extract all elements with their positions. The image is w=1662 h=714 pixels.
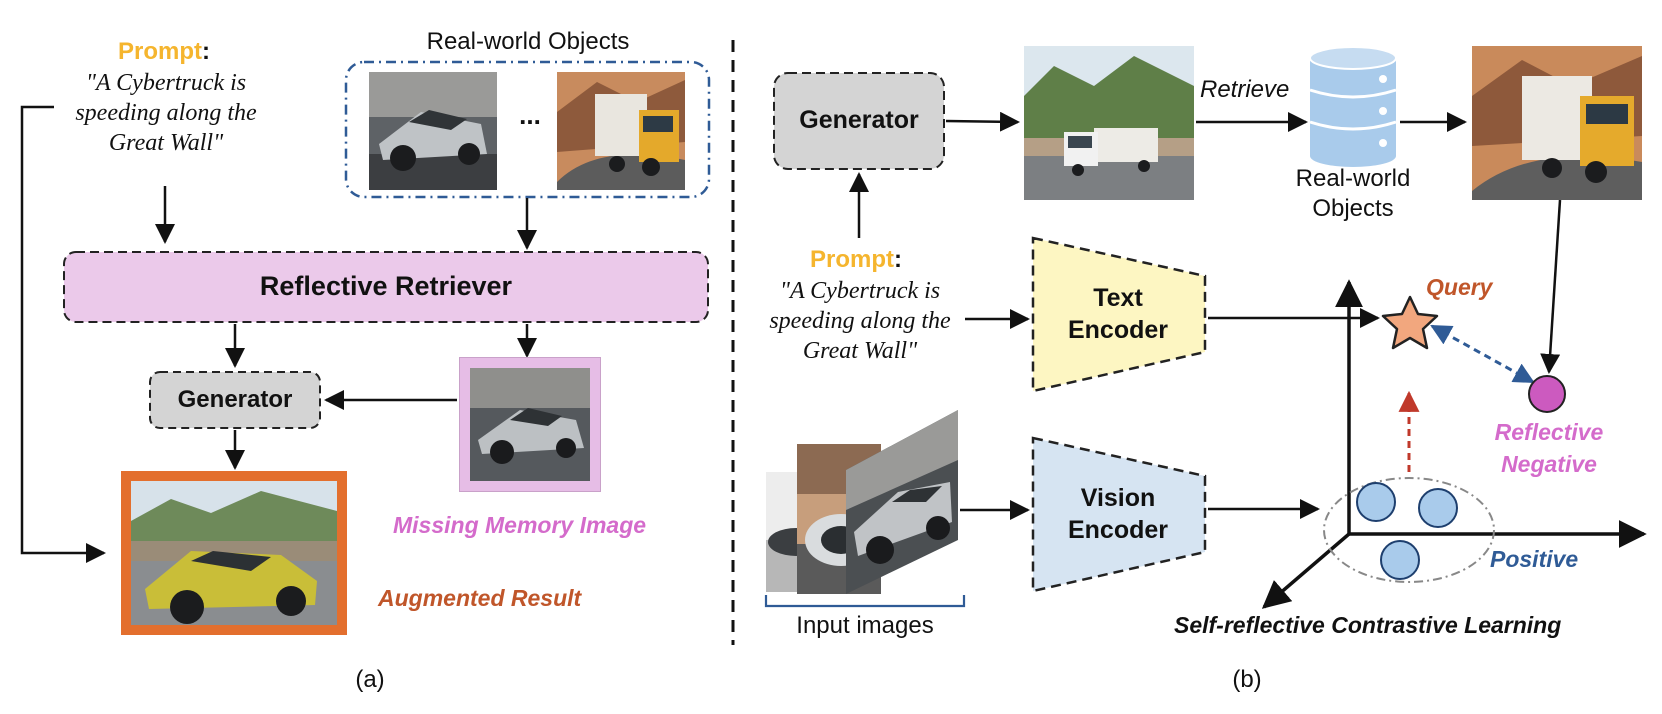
right-prompt-text: "A Cybertruck is speeding along the Grea… [769, 278, 951, 364]
contrastive-learning-title: Self-reflective Contrastive Learning [1174, 612, 1562, 638]
database-label: Real-world Objects [1295, 165, 1411, 222]
right-generator-label: Generator [799, 106, 919, 134]
reflective-retriever-box [63, 251, 709, 323]
query-label: Query [1426, 274, 1493, 300]
text-encoder-shape [1031, 236, 1207, 393]
real-world-objects-container [344, 60, 711, 199]
missing-memory-label: Missing Memory Image [393, 512, 647, 538]
input-image-front [846, 410, 958, 594]
right-prompt-label: Prompt: [810, 246, 902, 273]
augmented-result-image [121, 471, 347, 635]
retrieve-label: Retrieve [1200, 76, 1290, 103]
positive-sample [1418, 488, 1458, 528]
yellow-truck-photo [557, 72, 685, 190]
augmented-result-label: Augmented Result [378, 585, 582, 611]
left-prompt-text: "A Cybertruck is speeding along the Grea… [75, 70, 257, 156]
embedding-axes [1261, 279, 1647, 609]
vision-encoder-label: Vision Encoder [1067, 484, 1169, 544]
input-images-bracket [764, 595, 966, 608]
real-world-objects-title: Real-world Objects [426, 28, 630, 55]
vision-encoder-shape [1031, 436, 1207, 593]
panel-a-caption: (a) [355, 666, 385, 693]
left-prompt-label: Prompt: [118, 38, 210, 65]
right-generator-box [773, 72, 945, 170]
cybertruck-photo [369, 72, 497, 190]
reflective-retriever-label: Reflective Retriever [259, 271, 513, 301]
query-star-icon [1381, 295, 1439, 350]
input-images-label: Input images [796, 612, 934, 639]
reflective-negative-label: Reflective Negative [1494, 419, 1604, 477]
real-world-ellipsis: ... [519, 100, 541, 130]
positive-label: Positive [1490, 546, 1579, 572]
retrieved-image [1472, 46, 1642, 200]
text-encoder-label: Text Encoder [1067, 284, 1169, 344]
left-generator-box [149, 371, 321, 429]
generated-image [1024, 46, 1194, 200]
positive-sample [1356, 482, 1396, 522]
positive-sample [1380, 540, 1420, 580]
positive-cluster [1323, 477, 1495, 583]
panel-b-caption: (b) [1232, 666, 1262, 693]
reflective-negative-point [1528, 375, 1566, 413]
missing-memory-image [459, 357, 601, 492]
database-icon [1309, 46, 1397, 167]
left-generator-label: Generator [177, 386, 293, 413]
